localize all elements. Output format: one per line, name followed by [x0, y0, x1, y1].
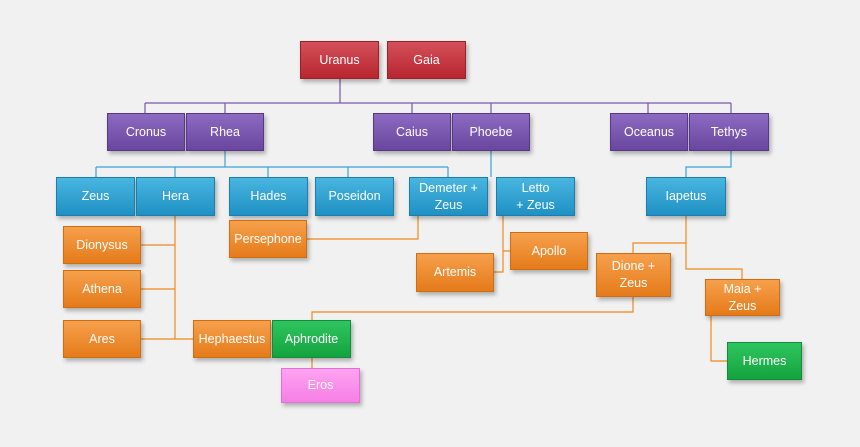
- node-apollo: Apollo: [510, 232, 588, 270]
- node-aphrodite: Aphrodite: [272, 320, 351, 358]
- connector-dione-to-aphrodite: [311, 297, 634, 320]
- connector-rhea-to-children: [95, 151, 449, 177]
- node-letto-zeus: Letto + Zeus: [496, 177, 575, 216]
- node-zeus: Zeus: [56, 177, 135, 216]
- node-maia-zeus: Maia + Zeus: [705, 279, 780, 316]
- node-iapetus: Iapetus: [646, 177, 726, 216]
- connector-group-top: [144, 79, 732, 113]
- node-cronus: Cronus: [107, 113, 185, 151]
- connector-tethys-to-iapetus: [685, 151, 732, 177]
- node-gaia: Gaia: [387, 41, 466, 79]
- node-athena: Athena: [63, 270, 141, 308]
- node-rhea: Rhea: [186, 113, 264, 151]
- node-phoebe: Phoebe: [452, 113, 530, 151]
- connector-iapetus-to-children: [632, 216, 743, 279]
- connector-demeter-to-persephone: [307, 216, 419, 240]
- connector-group-mid: [95, 151, 732, 177]
- node-caius: Caius: [373, 113, 451, 151]
- node-poseidon: Poseidon: [315, 177, 394, 216]
- node-dionysus: Dionysus: [63, 226, 141, 264]
- connector-uranus-to-titans: [144, 79, 732, 113]
- node-dione-zeus: Dione + Zeus: [596, 253, 671, 297]
- connector-maia-to-hermes: [710, 316, 727, 362]
- node-ares: Ares: [63, 320, 141, 358]
- node-hephaestus: Hephaestus: [193, 320, 271, 358]
- node-hermes: Hermes: [727, 342, 802, 380]
- node-hera: Hera: [136, 177, 215, 216]
- connector-hera-to-children: [141, 216, 193, 340]
- node-uranus: Uranus: [300, 41, 379, 79]
- node-artemis: Artemis: [416, 253, 494, 292]
- node-oceanus: Oceanus: [610, 113, 688, 151]
- node-demeter-zeus: Demeter + Zeus: [409, 177, 488, 216]
- node-tethys: Tethys: [689, 113, 769, 151]
- node-eros: Eros: [281, 368, 360, 403]
- node-hades: Hades: [229, 177, 308, 216]
- node-persephone: Persephone: [229, 220, 307, 258]
